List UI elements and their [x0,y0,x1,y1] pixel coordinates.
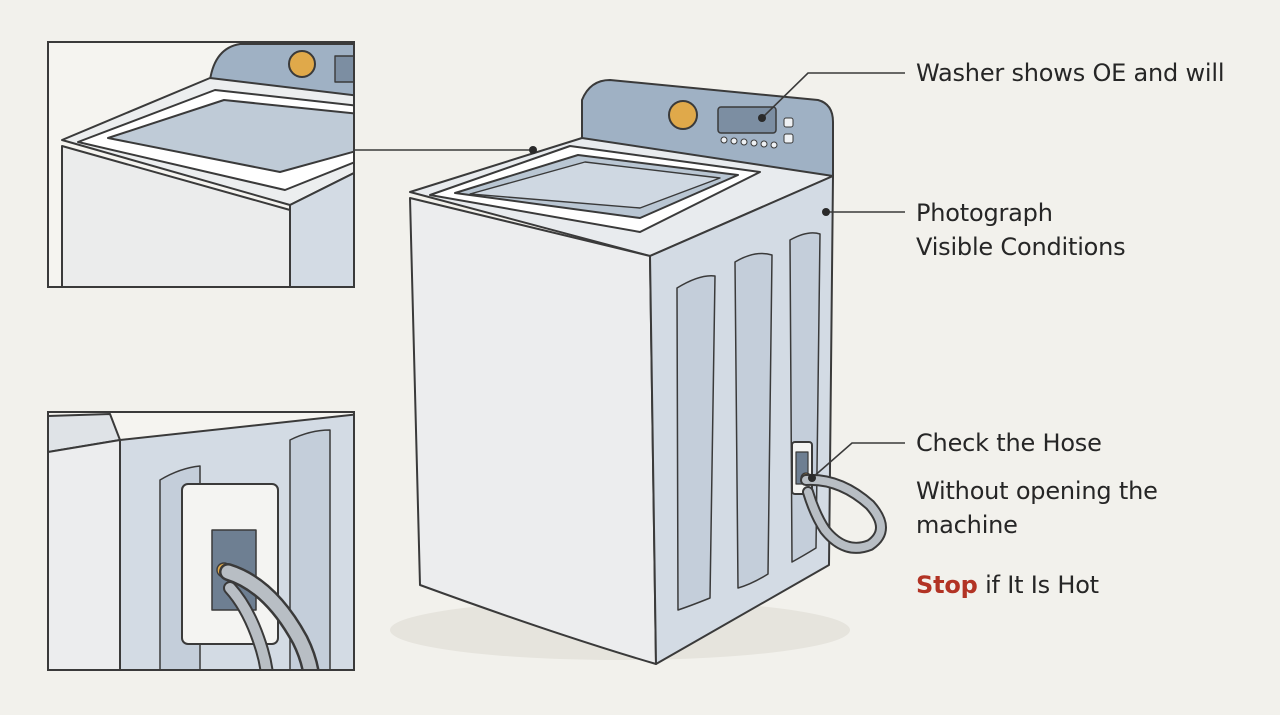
inset-lid-frame [47,41,355,288]
stop-rest: if It Is Hot [977,571,1099,599]
inset-lid-closeup [48,42,354,287]
leader-lines [354,72,905,479]
callout-hose-text: Check the Hose [916,429,1102,457]
callout-photo-line2: Visible Conditions [916,233,1126,261]
callout-error-code: Washer shows OE and will [916,56,1225,90]
inset-hose-frame [47,411,355,671]
callout-error-text: Washer shows OE and will [916,59,1225,87]
callout-photograph: Photograph Visible Conditions [916,196,1126,264]
callout-no-open-line1: Without opening the [916,477,1158,505]
callout-check-hose: Check the Hose [916,426,1102,460]
washer-illustration [390,79,887,665]
leader-dots [529,114,830,482]
stop-highlight: Stop [916,571,978,599]
callout-no-open-line2: machine [916,511,1018,539]
callout-no-open: Without opening the machine [916,474,1158,542]
callout-stop-hot: Stop if It Is Hot [916,568,1099,602]
inset-hose-closeup [48,412,354,670]
leader-error [761,72,905,119]
callout-photo-line1: Photograph [916,199,1053,227]
leader-hose [811,442,905,479]
